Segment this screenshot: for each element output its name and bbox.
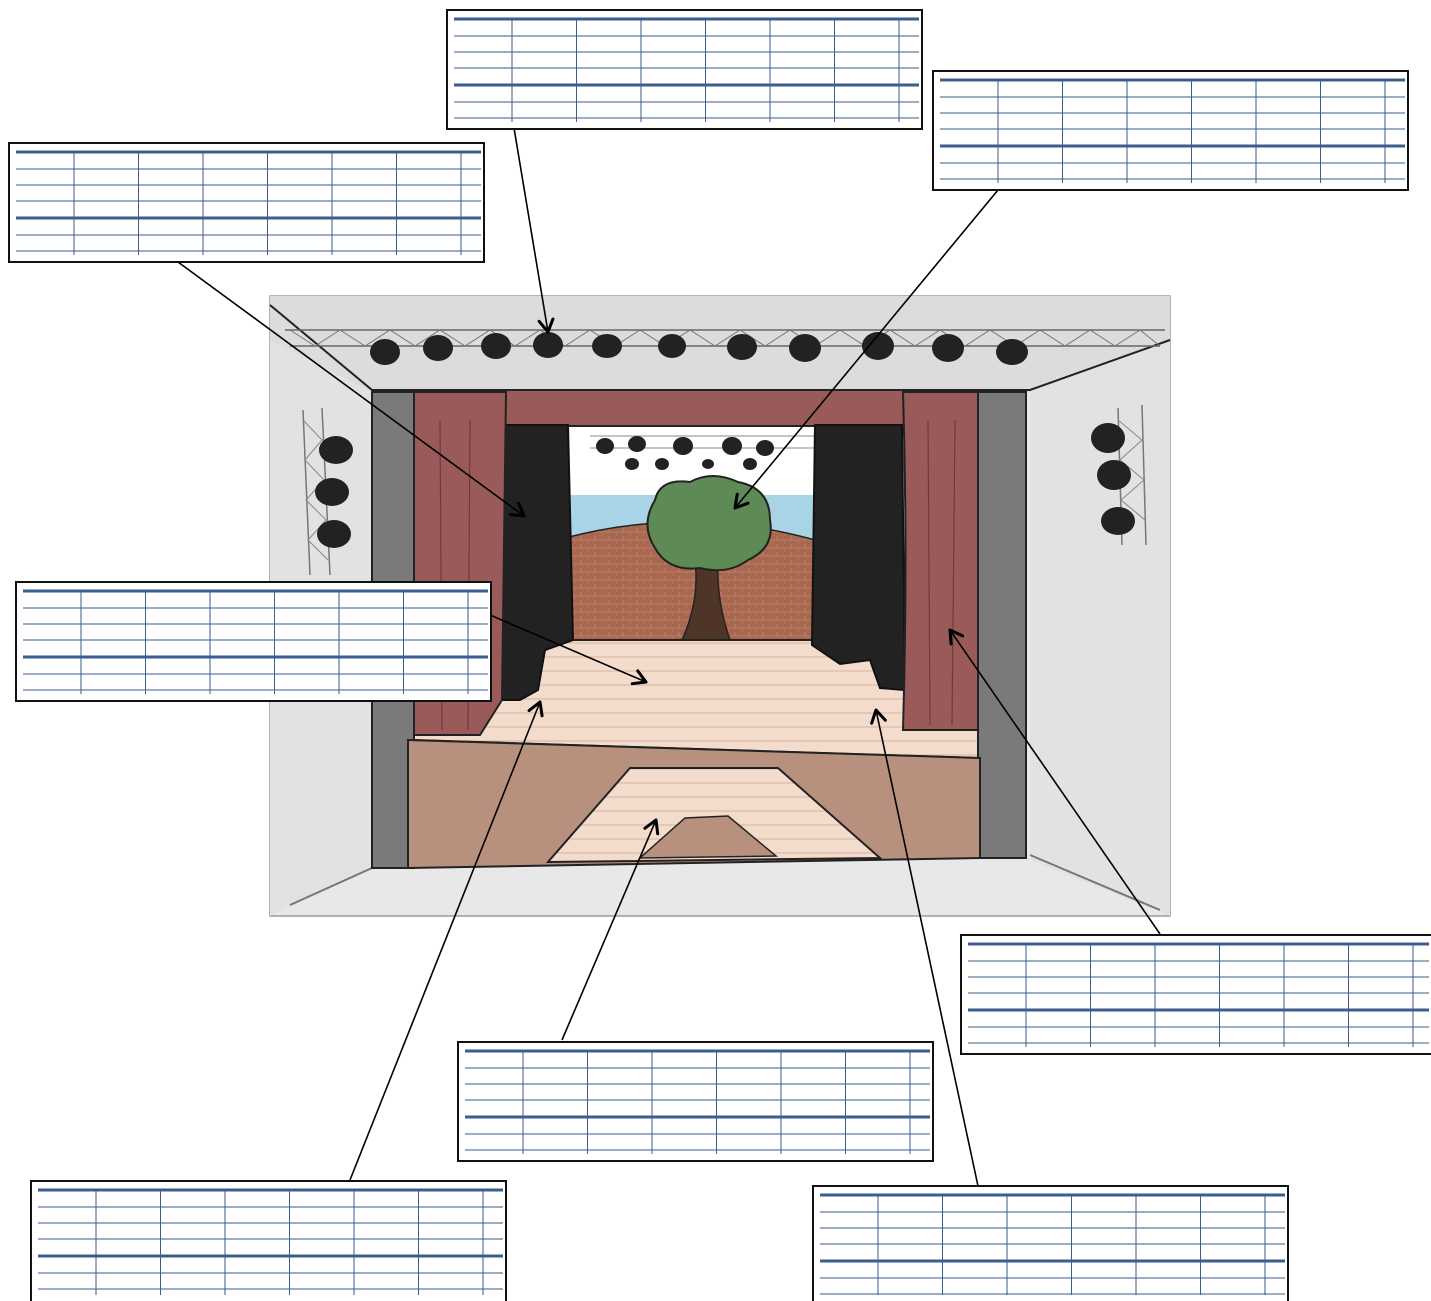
writing-grid <box>968 942 1429 1047</box>
pointer-steps <box>561 818 660 1041</box>
label-box-left-wing[interactable] <box>30 1180 507 1301</box>
left-side-lights <box>302 407 353 576</box>
writing-grid <box>23 589 488 694</box>
pointer-left-wing <box>349 700 544 1181</box>
spotlight <box>789 334 821 362</box>
leader-lines <box>177 127 1161 1187</box>
spotlight <box>481 333 511 359</box>
spotlight <box>996 339 1028 365</box>
lighting-truss <box>285 329 1165 365</box>
spotlight <box>592 334 622 358</box>
black-curtain-right <box>810 424 907 692</box>
spotlight <box>727 334 757 360</box>
pointer-red-curtain <box>948 628 1161 935</box>
pointer-right-wing <box>870 708 979 1187</box>
label-box-stage-floor[interactable] <box>15 581 492 702</box>
spotlight <box>533 332 563 358</box>
spotlight <box>932 334 964 362</box>
black-curtain-left <box>501 424 575 701</box>
stage-picture <box>269 295 1171 917</box>
writing-grid <box>454 17 919 122</box>
writing-grid <box>820 1193 1285 1295</box>
writing-grid <box>465 1049 930 1154</box>
red-curtain-right <box>901 391 979 731</box>
spotlight <box>370 339 400 365</box>
inner-truss <box>590 435 830 470</box>
pointer-black-curtain <box>177 261 526 518</box>
writing-grid <box>16 150 481 255</box>
pointer-stage-floor <box>489 614 648 686</box>
right-side-lights <box>1091 404 1147 546</box>
label-box-steps[interactable] <box>457 1041 934 1162</box>
label-box-black-curtain[interactable] <box>8 142 485 263</box>
spotlight <box>862 332 894 360</box>
pointer-backdrop <box>733 189 999 510</box>
spotlight <box>423 335 453 361</box>
label-box-red-curtain[interactable] <box>960 934 1431 1055</box>
label-box-stage-lights[interactable] <box>446 9 923 130</box>
spotlight <box>658 334 686 358</box>
writing-grid <box>38 1188 503 1295</box>
steps-area <box>545 767 883 864</box>
label-box-right-wing[interactable] <box>812 1185 1289 1301</box>
proscenium-right <box>977 391 1027 859</box>
pointer-stage-lights <box>513 127 555 334</box>
writing-grid <box>940 78 1405 183</box>
label-box-backdrop[interactable] <box>932 70 1409 191</box>
